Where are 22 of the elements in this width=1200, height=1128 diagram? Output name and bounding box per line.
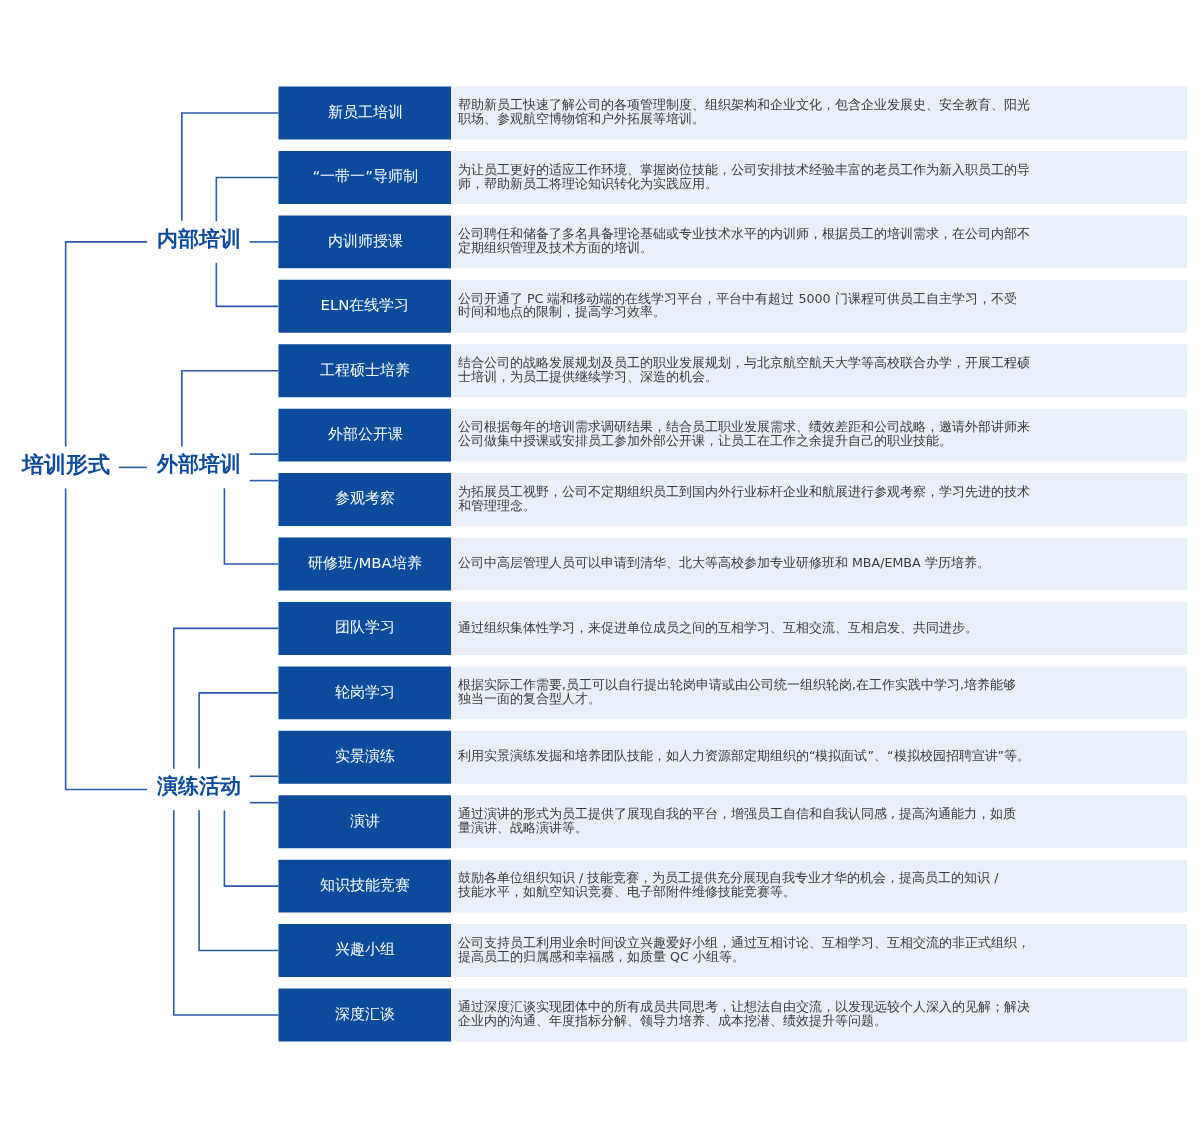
connector [181,112,280,222]
node-text: 培训形式 [21,451,110,477]
connector [223,809,280,887]
connector [248,479,279,482]
connector [248,801,279,804]
connector [173,627,280,770]
connector [118,466,148,469]
node-text: 外部培训 [156,452,241,477]
connector [64,241,148,448]
connector [198,692,280,770]
connector [215,176,279,222]
connector [64,487,148,791]
connector [173,809,280,1016]
connector [223,487,280,565]
connector [248,453,279,455]
connector [181,369,280,448]
connector [248,241,279,243]
connector [248,775,279,778]
node-text: 演练活动 [156,774,241,799]
node-text: 内部培训 [156,226,241,251]
connector [198,809,280,952]
connector [215,261,279,308]
